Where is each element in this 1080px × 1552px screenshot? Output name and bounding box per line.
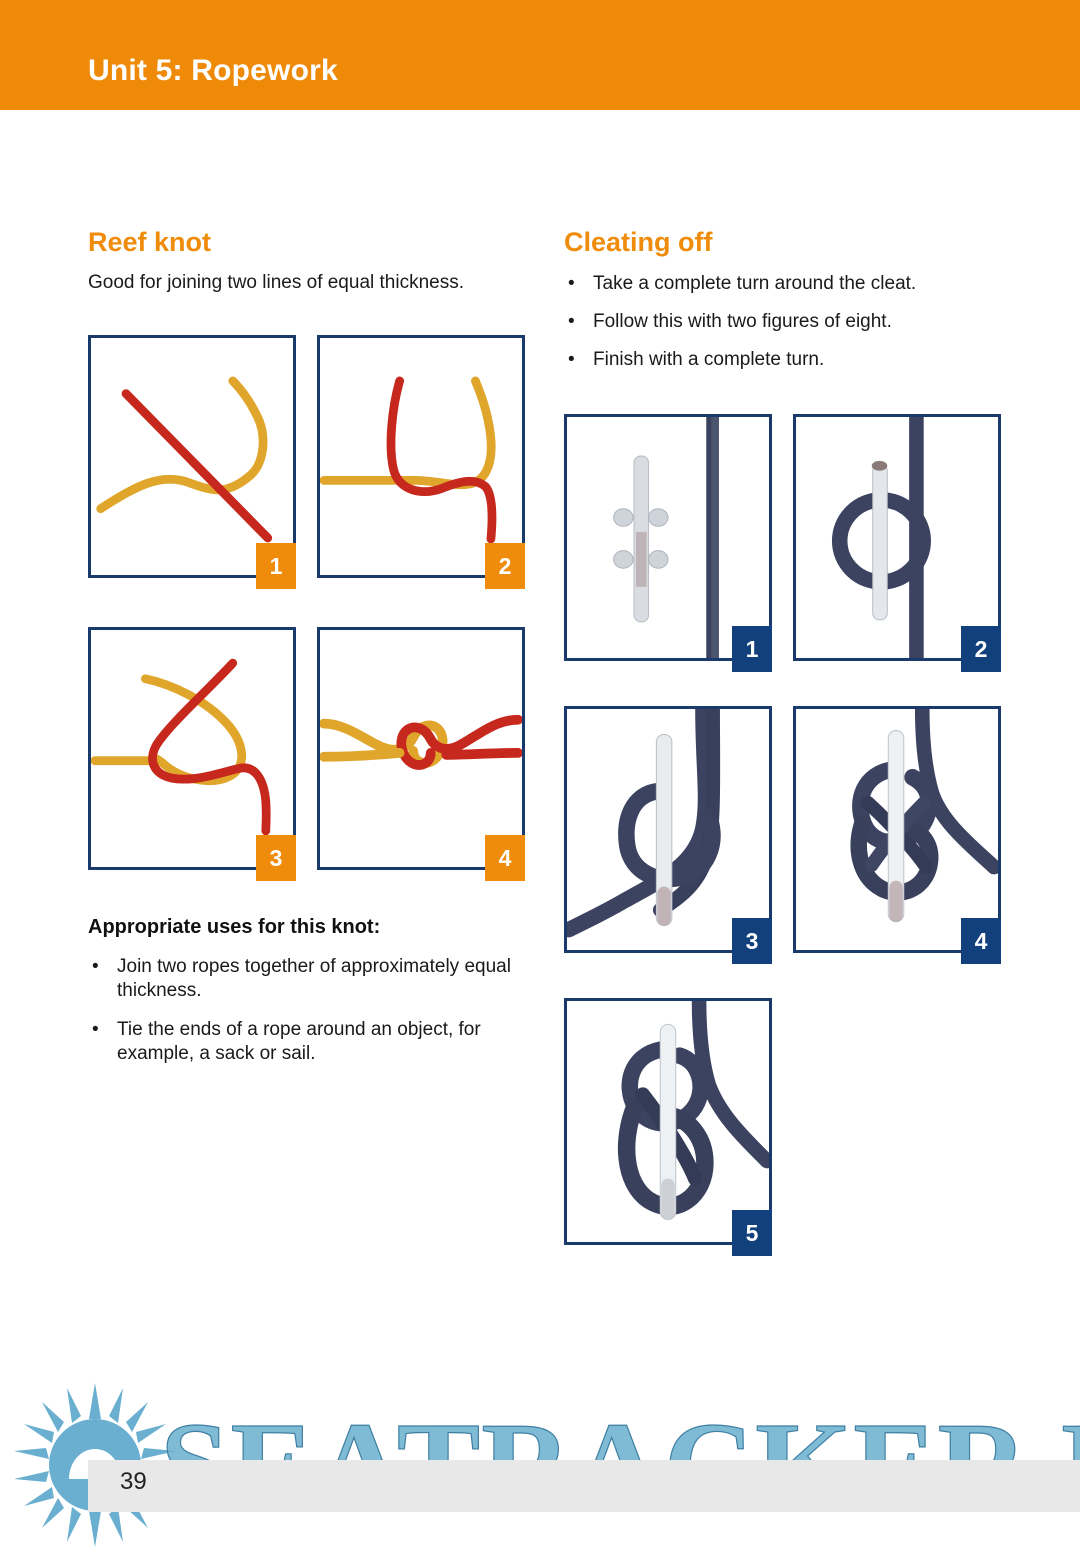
reef-knot-step-badge-1: 1 [256, 543, 296, 589]
page-title: Unit 5: Ropework [88, 54, 338, 87]
right-column: Cleating off • Take a complete turn arou… [564, 227, 1002, 387]
appropriate-uses-block: Appropriate uses for this knot: • Join t… [88, 915, 528, 1080]
appropriate-uses-list: • Join two ropes together of approximate… [88, 955, 528, 1066]
page-number: 39 [120, 1468, 147, 1495]
bullet-icon: • [568, 311, 575, 332]
watermark-band [88, 1460, 1080, 1512]
reef-knot-photo-2-image [320, 338, 522, 575]
reef-knot-step-badge-4: 4 [485, 835, 525, 881]
list-item-label: Take a complete turn around the cleat. [593, 272, 917, 294]
reef-knot-photo-grid: 1 2 3 [88, 335, 528, 881]
cleating-off-photo-5[interactable]: 5 [564, 998, 772, 1256]
cleating-off-photo-4-image [796, 709, 998, 950]
cleating-off-photo-3[interactable]: 3 [564, 706, 772, 964]
reef-knot-heading: Reef knot [88, 227, 212, 257]
reef-knot-step-badge-3: 3 [256, 835, 296, 881]
appropriate-uses-heading: Appropriate uses for this knot: [88, 916, 381, 938]
cleating-off-steps-list: • Take a complete turn around the cleat.… [564, 272, 1002, 373]
bullet-icon: • [568, 349, 575, 371]
list-item-label: Tie the ends of a rope around an object,… [117, 1018, 481, 1064]
reef-knot-photo-1[interactable]: 1 [88, 335, 296, 589]
list-item: • Take a complete turn around the cleat. [564, 272, 1002, 296]
cleating-off-photo-5-image [567, 1001, 769, 1242]
list-item: • Join two ropes together of approximate… [88, 955, 528, 1004]
cleating-off-photo-2[interactable]: 2 [793, 414, 1001, 672]
bullet-icon: • [568, 272, 575, 294]
cleating-off-step-badge-2: 2 [961, 626, 1001, 672]
cleating-off-photo-2-image [796, 417, 998, 658]
cleating-off-step-badge-4: 4 [961, 918, 1001, 964]
reef-knot-photo-1-image [91, 338, 293, 575]
cleating-off-photo-3-image [567, 709, 769, 950]
cleating-off-step-badge-3: 3 [732, 918, 772, 964]
reef-knot-photo-3[interactable]: 3 [88, 627, 296, 881]
reef-knot-lede: Good for joining two lines of equal thic… [88, 271, 464, 293]
page-header-band: Unit 5: Ropework [0, 0, 1080, 110]
bullet-icon: • [92, 1018, 99, 1040]
list-item-label: Finish with a complete turn. [593, 349, 825, 371]
cleating-off-photo-4[interactable]: 4 [793, 706, 1001, 964]
left-column: Reef knot Good for joining two lines of … [88, 227, 526, 295]
cleating-off-heading: Cleating off [564, 227, 713, 257]
list-item-label: Join two ropes together of approximately… [117, 956, 511, 1002]
reef-knot-step-badge-2: 2 [485, 543, 525, 589]
cleating-off-step-badge-1: 1 [732, 626, 772, 672]
list-item: • Follow this with two figures of eight. [564, 310, 1002, 334]
reef-knot-photo-2[interactable]: 2 [317, 335, 525, 589]
cleating-off-photo-1-image [567, 417, 769, 658]
list-item: • Tie the ends of a rope around an objec… [88, 1018, 528, 1067]
cleating-off-photo-1[interactable]: 1 [564, 414, 772, 672]
bullet-icon: • [92, 956, 99, 977]
cleating-off-step-badge-5: 5 [732, 1210, 772, 1256]
reef-knot-photo-4-image [320, 630, 522, 867]
reef-knot-photo-4[interactable]: 4 [317, 627, 525, 881]
list-item: • Finish with a complete turn. [564, 348, 1002, 372]
list-item-label: Follow this with two figures of eight. [593, 311, 892, 332]
cleating-off-photo-grid: 1 2 3 [564, 414, 1004, 1256]
reef-knot-photo-3-image [91, 630, 293, 867]
